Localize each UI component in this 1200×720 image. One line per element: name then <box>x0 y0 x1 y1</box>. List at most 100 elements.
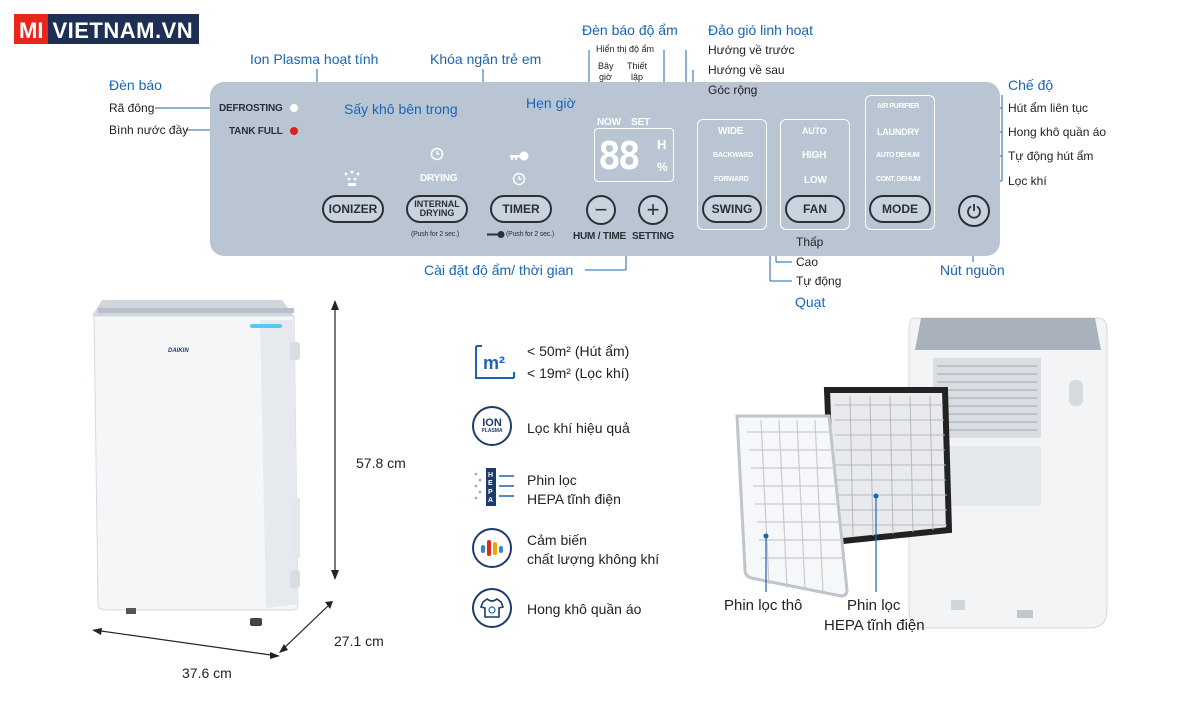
wide-note: Góc rộng <box>708 83 758 97</box>
hepa-icon-text: HEPA <box>488 472 494 505</box>
plus-label: + <box>646 197 660 222</box>
ion-icon-text: ION <box>482 417 502 429</box>
fan-high-note: Cao <box>796 255 819 269</box>
minus-label: − <box>594 197 608 222</box>
wide-label: WIDE <box>718 126 744 137</box>
mode-group-box <box>865 95 935 230</box>
ion-plasma-icon: ION PLASMA <box>472 406 512 446</box>
logo-vietnam-vn: VIETNAM.VN <box>48 14 200 44</box>
drying-push-note: (Push for 2 sec.) <box>411 231 459 238</box>
mode-title: Chế độ <box>1008 77 1054 93</box>
swing-note: Đảo gió linh hoạt <box>708 22 814 38</box>
mode-button[interactable]: MODE <box>869 195 931 223</box>
dehumidifier-front-view <box>92 300 339 659</box>
fan-low-note: Thấp <box>796 235 824 249</box>
m2-icon-text: m² <box>483 353 505 373</box>
auto-dehum-label: AUTO DEHUM <box>876 152 920 159</box>
internal-drying-note: Sấy khô bên trong <box>344 101 458 117</box>
air-purify-note: Lọc khí <box>1008 174 1047 188</box>
air-quality-sensor-icon <box>472 528 512 568</box>
child-lock-note: Khóa ngăn trẻ em <box>430 51 542 67</box>
ion-plasma-note: Ion Plasma hoạt tính <box>250 51 379 67</box>
width-dimension: 37.6 cm <box>182 665 232 681</box>
humidity-indicator-note: Đèn báo độ ẩm <box>582 22 678 38</box>
tank-full-label: TANK FULL <box>229 126 283 137</box>
laundry-note: Hong khô quần áo <box>1008 125 1107 139</box>
hum-time-setting-note: Cài đặt độ ẩm/ thời gian <box>424 262 574 278</box>
ionizer-button-label: IONIZER <box>328 201 378 216</box>
timer-push-note: (Push for 2 sec.) <box>506 231 554 238</box>
internal-drying-label: INTERNAL DRYING <box>414 198 460 218</box>
ionizer-button[interactable]: IONIZER <box>322 195 384 223</box>
drying-clock-icon <box>430 147 444 161</box>
site-logo: MI VIETNAM.VN <box>14 14 200 44</box>
display-h-unit: H <box>657 137 667 152</box>
indicator-title: Đèn báo <box>109 77 162 93</box>
auto-dehum-note: Tự động hút ẩm <box>1008 149 1094 163</box>
hepa-icon: HEPA <box>470 466 518 508</box>
swing-button-label: SWING <box>711 201 753 216</box>
timer-button-label: TIMER <box>502 201 540 216</box>
defrost-note: Rã đông <box>109 101 155 115</box>
tank-full-note: Bình nước đầy <box>109 123 189 137</box>
child-lock-key-icon <box>510 151 529 161</box>
plus-button[interactable]: + <box>638 195 668 225</box>
brand-logo: DAIKIN <box>168 348 189 354</box>
timer-clock-icon <box>512 172 526 186</box>
lock-key-small-icon <box>487 231 505 238</box>
swing-button[interactable]: SWING <box>702 195 762 223</box>
minus-button[interactable]: − <box>586 195 616 225</box>
forward-note: Hướng về trước <box>708 43 795 57</box>
swing-group-box <box>697 119 767 230</box>
display-percent-unit: % <box>657 160 668 174</box>
feature-sensor-line2: chất lượng không khí <box>527 551 660 567</box>
fan-button[interactable]: FAN <box>785 195 845 223</box>
hum-time-label: HUM / TIME <box>573 231 626 242</box>
laundry-icon <box>472 588 512 628</box>
backward-label: BACKWARD <box>713 152 754 159</box>
backward-note: Hướng về sau <box>708 63 785 77</box>
plasma-icon-text: PLASMA <box>481 428 503 434</box>
fan-button-label: FAN <box>803 201 827 216</box>
internal-drying-button[interactable]: INTERNAL DRYING <box>406 195 468 223</box>
fan-auto-label: AUTO <box>802 126 827 136</box>
area-m2-icon: m² <box>470 340 520 384</box>
power-button[interactable] <box>958 195 990 227</box>
set-note-2: lập <box>631 72 644 82</box>
feature-sensor-line1: Cảm biến <box>527 532 587 548</box>
feature-area-line1: < 50m² (Hút ẩm) <box>527 343 630 359</box>
defrosting-led <box>290 104 298 112</box>
feature-hepa-line1: Phin lọc <box>527 472 577 488</box>
fan-auto-note: Tự động <box>796 274 842 288</box>
tank-full-led <box>290 127 298 135</box>
fan-low-label: LOW <box>804 175 827 186</box>
feature-area-line2: < 19m² (Lọc khí) <box>527 365 630 381</box>
humidity-display <box>594 128 674 182</box>
cont-dehum-note: Hút ẩm liên tục <box>1008 101 1089 115</box>
fan-high-label: HIGH <box>802 150 827 161</box>
depth-dimension: 27.1 cm <box>334 633 384 649</box>
fan-title: Quạt <box>795 294 826 310</box>
setting-label: SETTING <box>632 231 674 242</box>
power-icon <box>967 204 981 219</box>
timer-note: Hẹn giờ <box>526 95 576 111</box>
feature-hepa-line2: HEPA tĩnh điện <box>527 491 621 507</box>
now-label: NOW <box>597 117 621 128</box>
power-note: Nút nguồn <box>940 262 1005 278</box>
set-note-1: Thiết <box>627 61 648 71</box>
feature-laundry-line1: Hong khô quần áo <box>527 601 642 617</box>
logo-mi: MI <box>14 14 49 44</box>
defrosting-label: DEFROSTING <box>219 103 283 114</box>
laundry-label: LAUNDRY <box>877 127 920 137</box>
ionizer-icon <box>344 170 360 186</box>
hepa-filter-label-2: HEPA tĩnh điện <box>824 617 925 634</box>
timer-button[interactable]: TIMER <box>490 195 552 223</box>
filters-exploded-view <box>735 317 1108 629</box>
coarse-filter-label: Phin lọc thô <box>724 597 803 614</box>
air-purifier-label: AIR PURIFIER <box>877 103 919 110</box>
forward-label: FORWARD <box>714 176 749 183</box>
cont-dehum-label: CONT. DEHUM <box>876 176 921 183</box>
mode-button-label: MODE <box>882 201 918 216</box>
drying-label: DRYING <box>420 173 458 184</box>
now-note-2: giờ <box>599 72 612 82</box>
